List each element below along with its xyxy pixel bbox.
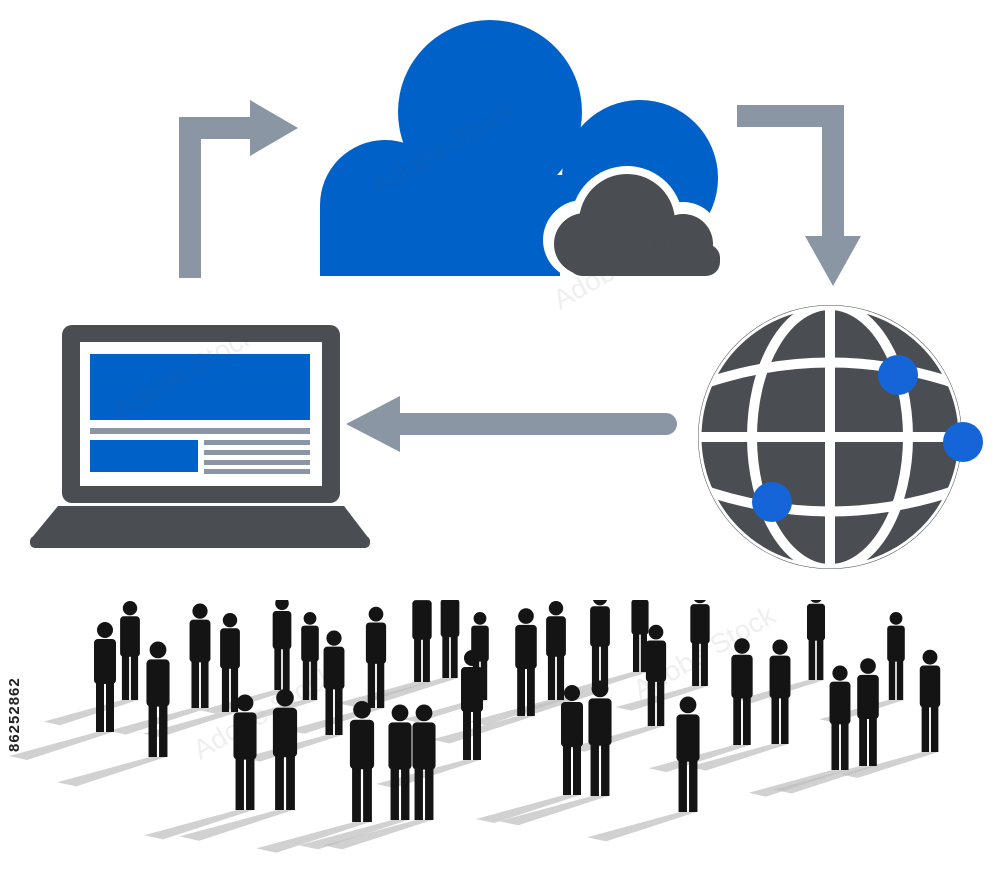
laptop-icon xyxy=(30,325,370,548)
person-silhouette xyxy=(57,641,170,787)
person-silhouette xyxy=(179,689,298,841)
person-silhouette xyxy=(9,622,116,760)
person-silhouette xyxy=(368,600,460,702)
business-crowd-silhouettes xyxy=(9,600,941,853)
globe-node-dots xyxy=(752,355,983,522)
arrow-left-icon xyxy=(346,396,677,452)
person-silhouette xyxy=(476,685,583,823)
node-dot xyxy=(752,482,792,522)
person-silhouette xyxy=(469,601,566,726)
person-silhouette xyxy=(499,680,612,826)
person-silhouette xyxy=(513,600,610,716)
person-silhouette xyxy=(773,658,879,794)
person-silhouette xyxy=(688,639,791,771)
arrow-right-down-icon xyxy=(737,105,861,286)
node-dot xyxy=(943,422,983,462)
small-cloud-icon xyxy=(543,166,728,282)
person-silhouette xyxy=(299,704,412,850)
arrow-up-right-icon xyxy=(179,100,298,278)
stock-id-label: 86252862 xyxy=(6,677,23,753)
person-silhouette xyxy=(840,649,941,779)
person-silhouette xyxy=(748,665,851,797)
person-silhouette xyxy=(144,694,257,840)
globe-icon xyxy=(698,305,962,569)
person-silhouette xyxy=(43,601,140,726)
person-silhouette xyxy=(108,603,211,735)
person-silhouette xyxy=(323,704,436,850)
person-silhouette xyxy=(256,701,375,853)
person-silhouette xyxy=(431,608,537,744)
person-silhouette xyxy=(648,638,753,773)
node-dot xyxy=(878,355,918,395)
person-silhouette xyxy=(587,696,700,842)
